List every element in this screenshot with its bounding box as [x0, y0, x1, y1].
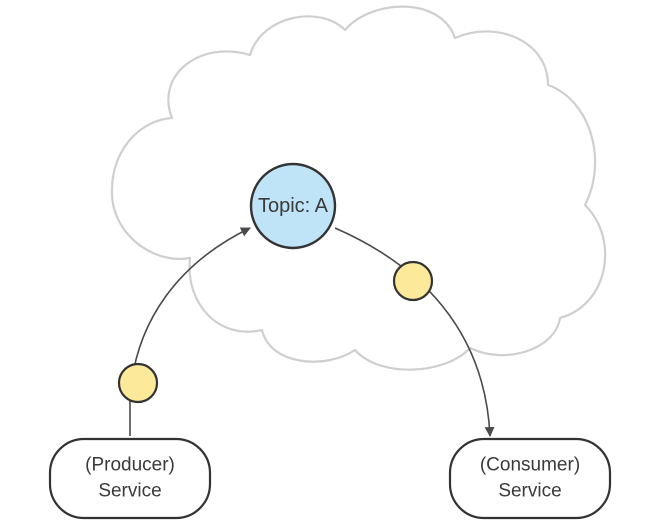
topic-node[interactable]: Topic: A — [249, 162, 337, 250]
producer-service-node[interactable]: (Producer) Service — [48, 437, 212, 520]
consumer-service-box — [448, 437, 612, 520]
consumer-service-node[interactable]: (Consumer) Service — [448, 437, 612, 520]
producer-label-line2: Service — [98, 481, 161, 502]
cloud-shape — [110, 5, 607, 371]
topic-label: Topic: A — [258, 195, 329, 217]
consumer-message-dot — [392, 260, 434, 302]
consumer-label-line2: Service — [498, 481, 561, 502]
topic-to-consumer-arrow — [334, 227, 495, 437]
producer-service-box — [48, 437, 212, 520]
topic-circle — [249, 162, 337, 250]
consumer-label-line1: (Consumer) — [480, 455, 580, 476]
producer-message-dot — [117, 362, 159, 404]
producer-label-line1: (Producer) — [85, 455, 175, 476]
